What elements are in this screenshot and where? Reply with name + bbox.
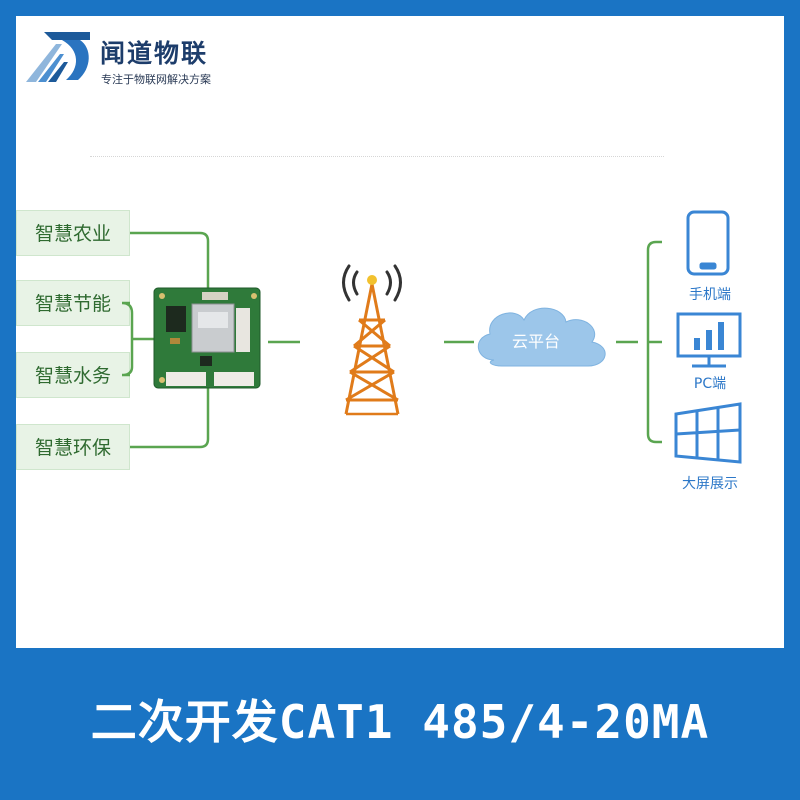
device-label-phone: 手机端 [689, 287, 731, 303]
cloud-platform-label: 云平台 [511, 332, 560, 351]
app-box-agriculture: 智慧农业 [16, 210, 130, 256]
cloud-icon [478, 307, 606, 367]
app-box-water: 智慧水务 [16, 352, 130, 398]
app-box-environment: 智慧环保 [16, 424, 130, 470]
monitor-icon [676, 312, 742, 368]
header-divider [90, 156, 664, 157]
app-box-energy: 智慧节能 [16, 280, 130, 326]
diagram-canvas: 闻道物联 专注于物联网解决方案 智慧农业 智慧节能 智慧水务 智慧环保 [16, 16, 784, 648]
app-connector-lines [121, 231, 210, 449]
device-label-pc: PC端 [693, 376, 727, 392]
brand-tagline: 专注于物联网解决方案 [101, 73, 211, 86]
brand-name: 闻道物联 [100, 39, 209, 68]
tower-beacon-icon [367, 275, 377, 285]
large-screen-icon [674, 402, 742, 464]
banner-title: 二次开发CAT1 485/4-20MA [90, 695, 710, 749]
signal-tower-icon [344, 283, 400, 416]
brand-logo-icon [26, 32, 90, 82]
signal-waves-icon [342, 264, 402, 302]
phone-icon [686, 210, 730, 276]
cat1-module-icon [153, 287, 261, 389]
device-connector-lines [616, 240, 662, 444]
diagram-graphics [121, 210, 742, 464]
device-label-large-screen: 大屏展示 [682, 476, 738, 492]
